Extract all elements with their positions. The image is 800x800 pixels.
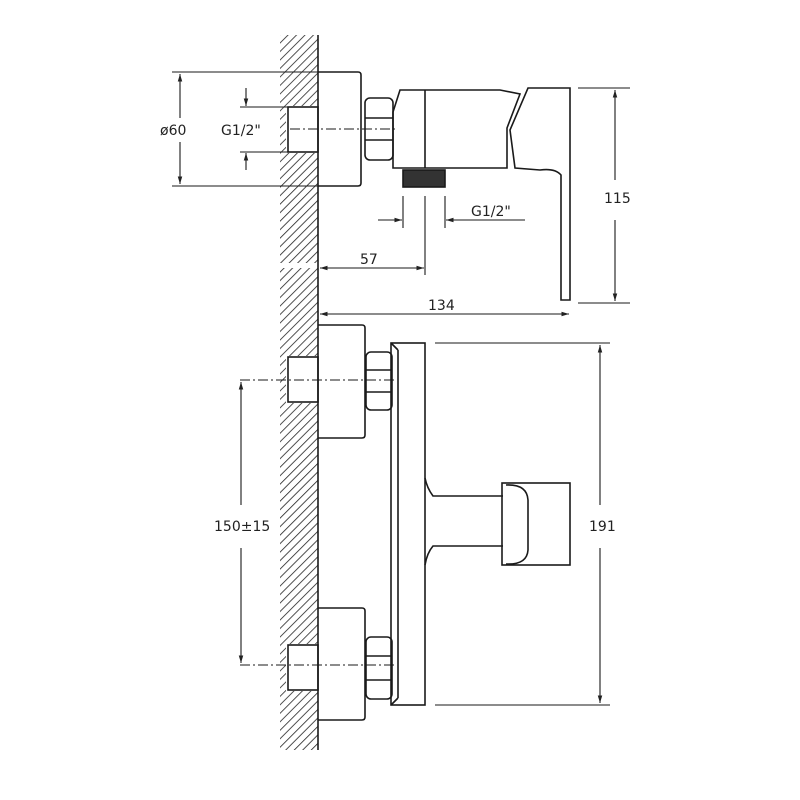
handle-height-label: 115 [604, 191, 631, 207]
outlet-thread-label: G1/2" [471, 204, 511, 220]
wall-hatching [280, 35, 319, 750]
upper-nut [365, 351, 393, 411]
lower-inlet-pipe [287, 644, 319, 691]
mixer-body [392, 89, 522, 169]
total-depth-label: 134 [428, 298, 455, 314]
outlet-offset-label: 57 [360, 252, 378, 268]
stem [424, 477, 503, 566]
lower-flange [318, 607, 366, 721]
front-view [240, 324, 571, 721]
handle-lever [509, 87, 571, 301]
handle [501, 482, 571, 566]
side-view [287, 71, 571, 301]
upper-flange [318, 324, 366, 439]
flange-diameter-label: ø60 [160, 123, 186, 139]
side-dimensions [172, 71, 630, 317]
wall-flange [318, 71, 362, 187]
inlet-spacing-label: 150±15 [214, 519, 270, 535]
front-dimensions [238, 342, 610, 706]
outlet-connector [402, 169, 446, 188]
inlet-thread-label: G1/2" [221, 123, 261, 139]
lower-nut [365, 636, 393, 700]
body-plate [390, 342, 426, 706]
body-height-label: 191 [589, 519, 616, 535]
